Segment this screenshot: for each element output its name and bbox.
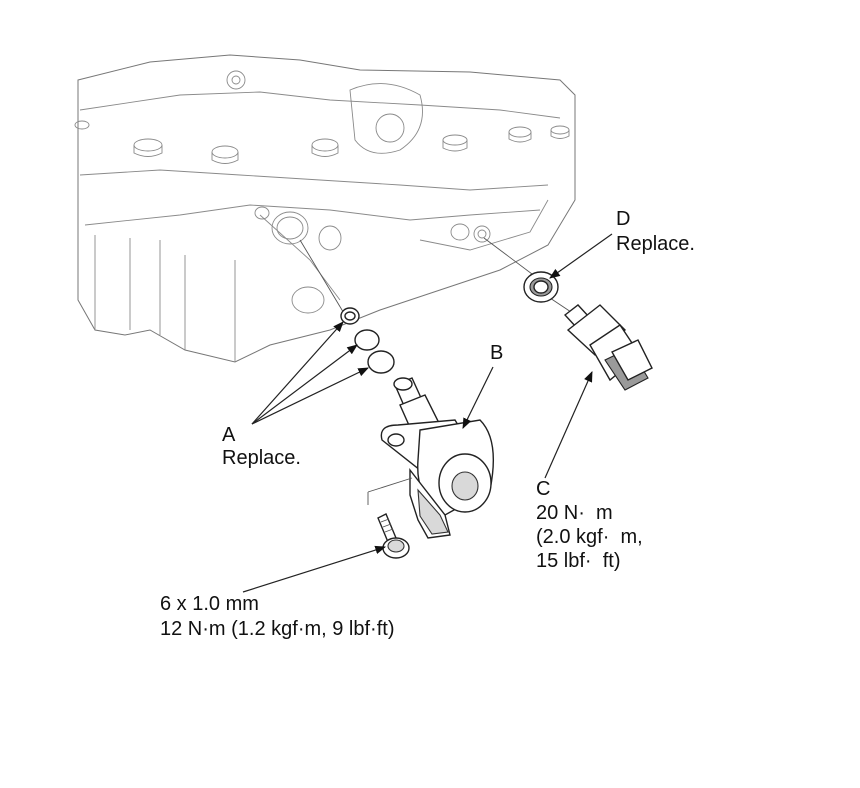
- label-c-torque-line2: (2.0 kgf· m,: [536, 526, 643, 548]
- solenoid-valve-b: [380, 377, 495, 539]
- pressure-switch-c: [563, 304, 653, 391]
- label-c-torque-line3: 15 lbf· ft): [536, 550, 621, 572]
- label-c-torque-line1: 20 N· m: [536, 502, 613, 524]
- leader-arrow-bolt: [242, 545, 387, 593]
- leader-arrow-c: [544, 371, 593, 479]
- label-a-note: Replace.: [222, 447, 301, 469]
- label-d-note: Replace.: [616, 233, 695, 255]
- label-b-letter: B: [490, 342, 504, 364]
- leader-arrow-d: [549, 233, 613, 279]
- leader-arrow-b: [462, 366, 494, 429]
- transmission-housing: [74, 54, 576, 363]
- mounting-bolt: [377, 513, 410, 559]
- o-ring-small: [340, 307, 360, 325]
- o-ring-large: [367, 350, 395, 374]
- label-c-letter: C: [536, 478, 551, 500]
- leader-arrow-a: [251, 321, 369, 425]
- label-bolt-torque: 12 N·m (1.2 kgf·m, 9 lbf·ft): [160, 618, 395, 640]
- label-d-letter: D: [616, 208, 631, 230]
- o-ring-medium: [354, 329, 380, 351]
- sealing-washer-d: [523, 271, 559, 303]
- label-a-letter: A: [222, 424, 236, 446]
- label-bolt-size: 6 x 1.0 mm: [160, 593, 259, 615]
